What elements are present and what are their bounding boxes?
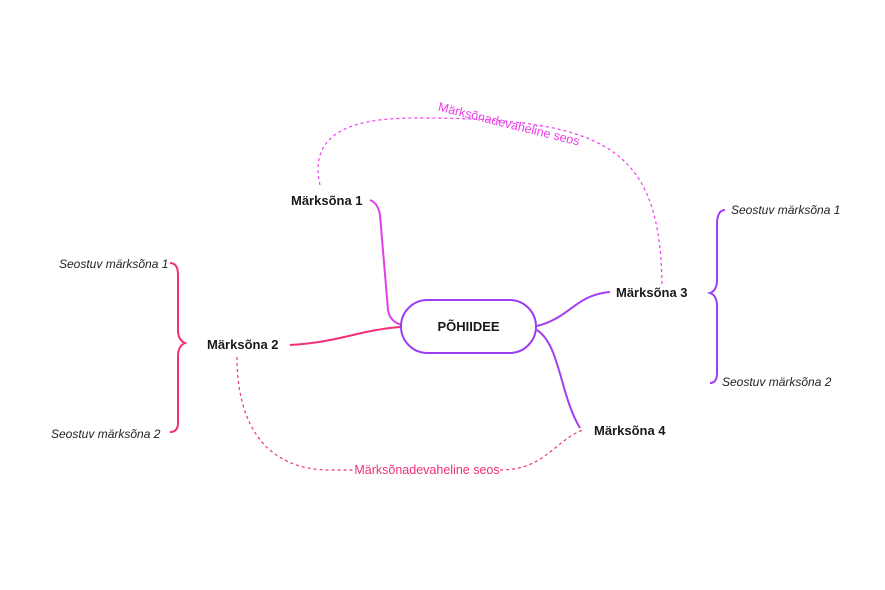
center-node[interactable] [400,299,537,354]
left-related-keyword-1: Seostuv märksõna 1 [59,257,168,271]
keyword-1-label[interactable]: Märksõna 1 [291,193,363,208]
right-brace [706,209,726,384]
keyword-2-label[interactable]: Märksõna 2 [207,337,279,352]
bottom-relation-dashed-link [236,356,584,471]
branch-keyword-1 [369,199,403,326]
top-relation-dashed-link [317,117,663,286]
left-brace [169,262,188,433]
keyword-4-label[interactable]: Märksõna 4 [594,423,666,438]
branch-keyword-2 [289,326,401,346]
right-related-keyword-2: Seostuv märksõna 2 [722,375,832,389]
branch-keyword-4 [536,329,581,429]
branch-keyword-3 [536,291,611,327]
keyword-3-label[interactable]: Märksõna 3 [616,285,688,300]
top-relation-label: Märksõnadevaheline seos [437,100,581,149]
left-related-keyword-2: Seostuv märksõna 2 [51,427,161,441]
right-related-keyword-1: Seostuv märksõna 1 [731,203,840,217]
bottom-relation-label: Märksõnadevaheline seos [354,463,499,477]
center-node-label: PÕHIIDEE [437,319,499,334]
